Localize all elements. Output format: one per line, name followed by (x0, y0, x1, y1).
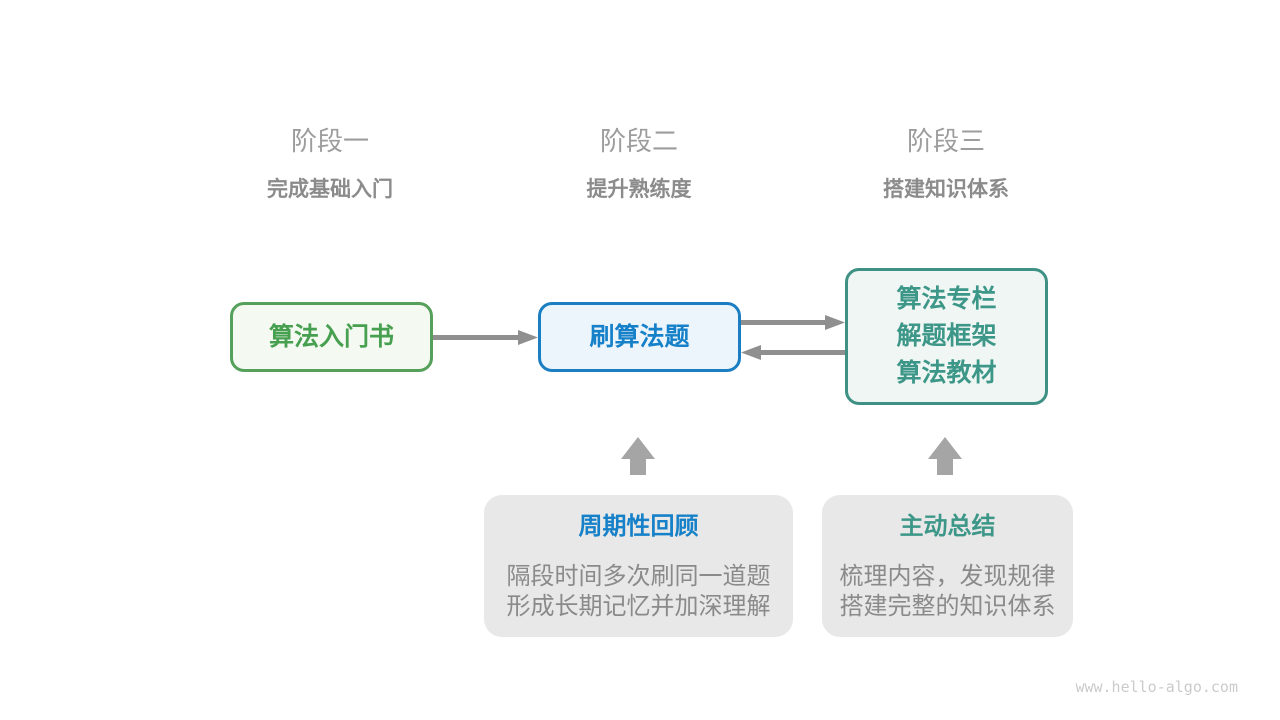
arrow-right-icon (433, 330, 538, 345)
note-active-summary-title: 主动总结 (899, 513, 996, 540)
arrow-up-icon (621, 437, 655, 475)
stage-2-label: 阶段二 (599, 126, 678, 156)
stage-header-1: 阶段一 完成基础入门 (180, 126, 480, 202)
note-active-summary-body: 梳理内容，发现规律 搭建完整的知识体系 (822, 562, 1073, 622)
note-periodic-review-title: 周期性回顾 (578, 513, 699, 540)
arrow-left-icon (741, 345, 845, 360)
stage-header-3: 阶段三 搭建知识体系 (796, 126, 1096, 202)
note-active-summary: 主动总结 梳理内容，发现规律 搭建完整的知识体系 (822, 495, 1073, 637)
node-practice-problems-label: 刷算法题 (589, 322, 690, 351)
stage-2-subtitle: 提升熟练度 (586, 178, 692, 201)
stage-1-subtitle: 完成基础入门 (267, 178, 393, 201)
node-intro-book-label: 算法入门书 (268, 322, 394, 351)
stage-header-2: 阶段二 提升熟练度 (489, 126, 789, 202)
note-periodic-review-body: 隔段时间多次刷同一道题 形成长期记忆并加深理解 (484, 562, 793, 622)
arrow-right-icon (741, 315, 845, 330)
note-periodic-review: 周期性回顾 隔段时间多次刷同一道题 形成长期记忆并加深理解 (484, 495, 793, 637)
node-knowledge-sources: 算法专栏 解题框架 算法教材 (845, 268, 1048, 405)
node-knowledge-sources-line-3: 算法教材 (896, 359, 997, 387)
stage-3-subtitle: 搭建知识体系 (883, 178, 1009, 201)
note-active-summary-body-line-2: 搭建完整的知识体系 (839, 593, 1056, 620)
node-practice-problems: 刷算法题 (538, 302, 741, 372)
arrow-up-icon (928, 437, 962, 475)
note-periodic-review-body-line-2: 形成长期记忆并加深理解 (506, 593, 771, 620)
stage-3-label: 阶段三 (906, 126, 985, 156)
watermark: www.hello-algo.com (1075, 678, 1238, 696)
note-active-summary-body-line-1: 梳理内容，发现规律 (839, 563, 1056, 590)
note-periodic-review-body-line-1: 隔段时间多次刷同一道题 (506, 563, 771, 590)
node-knowledge-sources-line-1: 算法专栏 (896, 285, 997, 313)
node-knowledge-sources-line-2: 解题框架 (896, 322, 997, 350)
stage-1-label: 阶段一 (290, 126, 369, 156)
node-intro-book: 算法入门书 (230, 302, 433, 372)
